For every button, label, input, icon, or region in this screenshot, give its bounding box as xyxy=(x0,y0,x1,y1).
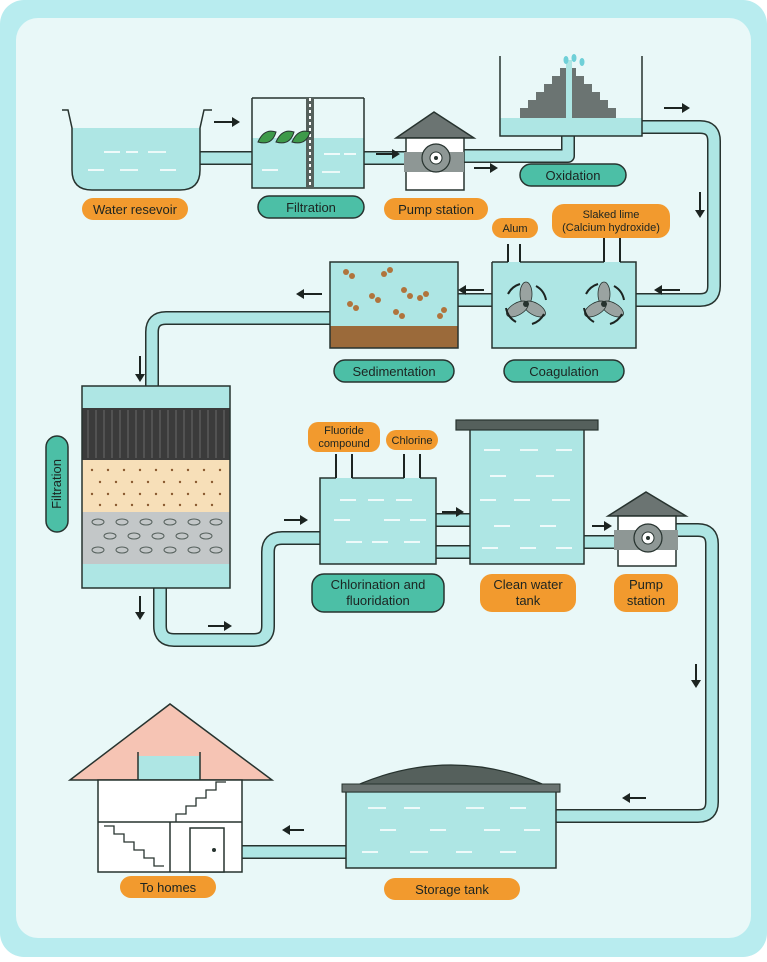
clean-water-tank xyxy=(455,419,599,565)
arrow-icon xyxy=(664,103,690,113)
label-text: Pump station xyxy=(398,202,474,217)
label-text: fluoridation xyxy=(346,593,410,608)
label-text: Slaked lime xyxy=(583,209,640,221)
door-icon xyxy=(189,827,225,873)
label-text: Chlorination and xyxy=(331,577,426,592)
label-chlorine: Chlorine xyxy=(386,430,438,450)
label-text: Fluoride xyxy=(324,425,364,437)
label-text: Oxidation xyxy=(546,168,601,183)
label-filtration-top: Filtration xyxy=(257,195,365,219)
label-fluoride-compound: Fluoride compound xyxy=(308,422,380,452)
arrow-icon xyxy=(442,507,464,517)
water-reservoir xyxy=(62,109,212,191)
arrow-icon xyxy=(214,117,240,127)
pipes xyxy=(145,72,721,859)
fan-icon xyxy=(583,281,625,325)
stairs-icon xyxy=(104,781,226,867)
filtration-top-tank xyxy=(251,97,365,189)
arrow-icon xyxy=(135,356,145,382)
label-text: station xyxy=(627,593,665,608)
label-storage-tank: Storage tank xyxy=(384,878,520,900)
label-pump-station-bottom: Pump station xyxy=(614,574,678,612)
arrow-icon xyxy=(284,515,308,525)
label-filtration-side: Filtration xyxy=(45,435,69,533)
label-text: Alum xyxy=(502,223,527,235)
label-text: Filtration xyxy=(49,459,64,509)
label-alum: Alum xyxy=(492,218,538,238)
arrow-icon xyxy=(458,285,484,295)
coagulation-tank xyxy=(491,238,637,349)
label-text: compound xyxy=(318,438,369,450)
label-oxidation: Oxidation xyxy=(519,163,627,187)
label-text: Pump xyxy=(629,577,663,592)
label-slaked-lime: Slaked lime (Calcium hydroxide) xyxy=(552,204,670,238)
arrow-icon xyxy=(474,163,498,173)
arrow-icon xyxy=(376,149,400,159)
storage-tank xyxy=(341,764,561,869)
house xyxy=(67,703,275,873)
label-text: tank xyxy=(516,593,541,608)
label-clean-water-tank: Clean water tank xyxy=(480,574,576,612)
arrow-icon xyxy=(654,285,680,295)
arrow-icon xyxy=(592,521,612,531)
arrow-icon xyxy=(282,825,304,835)
label-text: (Calcium hydroxide) xyxy=(562,222,660,234)
label-to-homes: To homes xyxy=(120,876,216,898)
filtration-column xyxy=(81,385,231,589)
leaf-icon xyxy=(257,130,311,144)
label-text: Storage tank xyxy=(415,882,489,897)
pump-icon xyxy=(404,143,464,173)
label-text: To homes xyxy=(140,880,197,895)
label-text: Coagulation xyxy=(529,364,598,379)
label-pump-station-top: Pump station xyxy=(384,198,488,220)
label-chlorination: Chlorination and fluoridation xyxy=(311,573,445,613)
arrow-icon xyxy=(695,192,705,218)
label-text: Sedimentation xyxy=(352,364,435,379)
oxidation-tank xyxy=(499,54,643,137)
chlorination-tank xyxy=(319,454,437,565)
pump-station-top xyxy=(393,111,477,191)
label-text: Filtration xyxy=(286,200,336,215)
arrow-icon xyxy=(296,289,322,299)
arrow-icon xyxy=(622,793,646,803)
label-water-reservoir: Water resevoir xyxy=(82,198,188,220)
fan-icon xyxy=(505,281,547,325)
label-sedimentation: Sedimentation xyxy=(333,359,455,383)
arrow-icon xyxy=(135,596,145,620)
label-coagulation: Coagulation xyxy=(503,359,625,383)
arrow-icon xyxy=(691,664,701,688)
sedimentation-tank xyxy=(329,261,459,349)
arrow-icon xyxy=(208,621,232,631)
label-text: Clean water xyxy=(493,577,563,592)
pump-station-bottom xyxy=(605,491,689,567)
flow-arrows xyxy=(135,103,705,835)
label-text: Chlorine xyxy=(392,435,433,447)
label-text: Water resevoir xyxy=(93,202,178,217)
pump-icon xyxy=(614,523,678,553)
